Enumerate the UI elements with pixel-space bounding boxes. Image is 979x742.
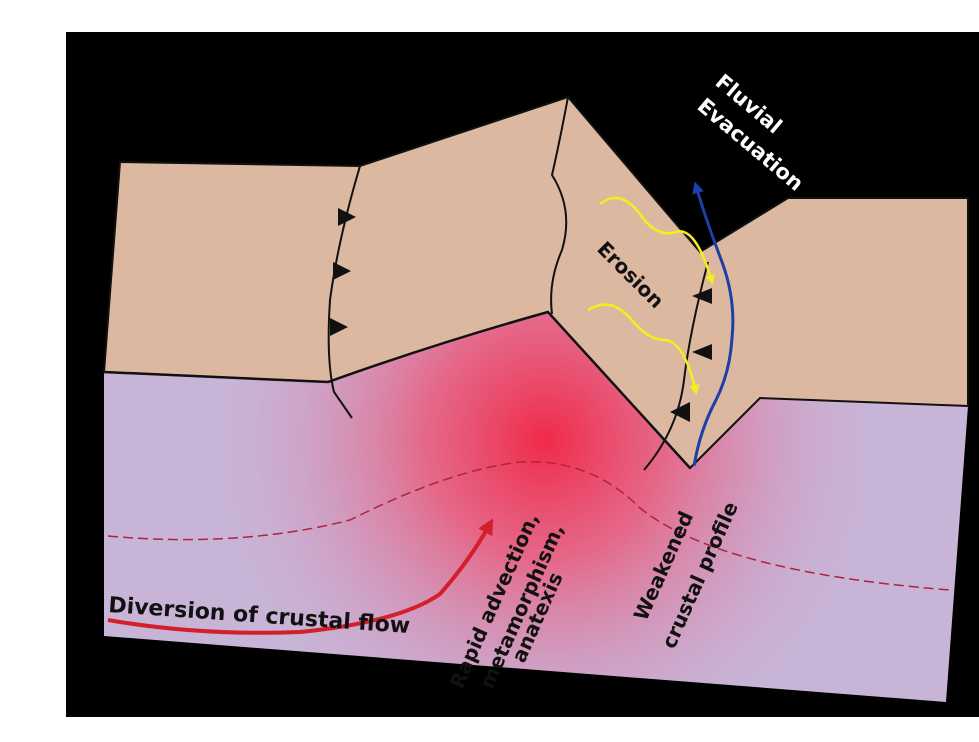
crustal-flow-diagram: Fluvial Evacuation Erosion Diversion of … <box>0 0 979 742</box>
